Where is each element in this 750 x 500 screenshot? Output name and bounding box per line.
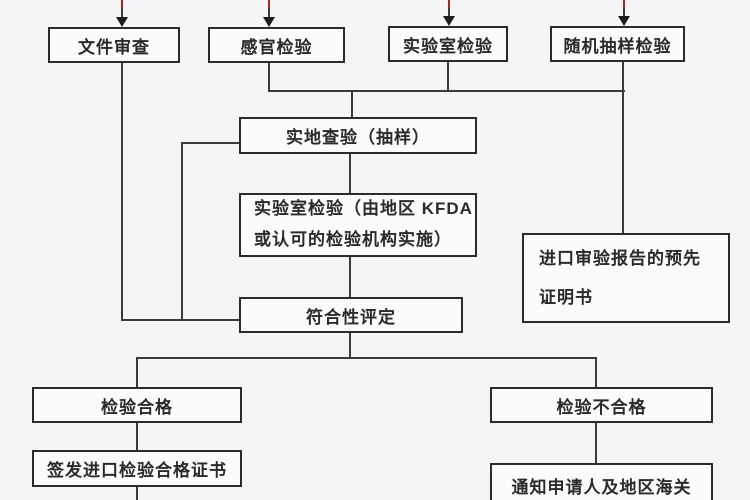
precert-line-2: 证明书 [539,288,593,307]
connector-fieldcheck-to-kfdalab [349,154,351,193]
connector-left-into-conformity [121,319,239,321]
connector-to-pass [136,357,138,387]
node-sensory-inspection: 感官检验 [208,27,345,63]
node-field-check-sampling: 实地查验（抽样） [239,117,477,154]
entry-line-1 [121,0,123,18]
arrow-down-icon [263,17,275,27]
entry-line-2 [268,0,270,18]
kfda-lab-line-2: 或认可的检验机构实施） [254,230,452,249]
node-notify-applicant-customs: 通知申请人及地区海关 [490,463,713,500]
entry-line-3 [448,0,450,17]
connector-fail-to-notify [595,423,597,463]
connector-conformity-down [349,333,351,359]
arrow-down-icon [443,16,455,26]
connector-bus-to-fieldcheck [351,90,353,117]
node-issue-import-certificate: 签发进口检验合格证书 [32,450,242,487]
connector-docreview-down [121,63,123,321]
connector-left-mid-rail [181,142,183,321]
connector-random-down [622,62,624,91]
node-conformity-assessment: 符合性评定 [239,297,463,333]
node-precert-import-report: 进口审验报告的预先 证明书 [522,233,730,323]
entry-line-4 [623,0,625,17]
red-arrow-tip-3 [448,0,450,8]
connector-cert-down-cut [136,487,138,500]
connector-right-to-precert [622,90,624,233]
node-kfda-laboratory-inspection: 实验室检验（由地区 KFDA 或认可的检验机构实施） [239,193,477,257]
connector-sensory-down [268,63,270,91]
node-document-review: 文件审查 [48,27,180,63]
node-inspection-failed: 检验不合格 [490,387,713,423]
node-inspection-passed: 检验合格 [32,387,242,423]
connector-fieldcheck-left [181,142,239,144]
precert-line-1: 进口审验报告的预先 [539,248,701,268]
arrow-down-icon [116,17,128,27]
connector-top-bus [268,90,625,92]
red-arrow-tip-2 [268,0,270,8]
red-arrow-tip-1 [121,0,123,8]
connector-kfdalab-to-conformity [349,257,351,297]
connector-branch-bus [136,357,597,359]
arrow-down-icon [618,16,630,26]
node-laboratory-inspection: 实验室检验 [388,26,508,62]
node-random-sampling-inspection: 随机抽样检验 [550,26,685,62]
kfda-lab-line-1: 实验室检验（由地区 KFDA [254,199,473,219]
connector-pass-to-cert [136,423,138,450]
connector-lab-down [447,62,449,91]
connector-to-fail [595,357,597,387]
red-arrow-tip-4 [623,0,625,8]
